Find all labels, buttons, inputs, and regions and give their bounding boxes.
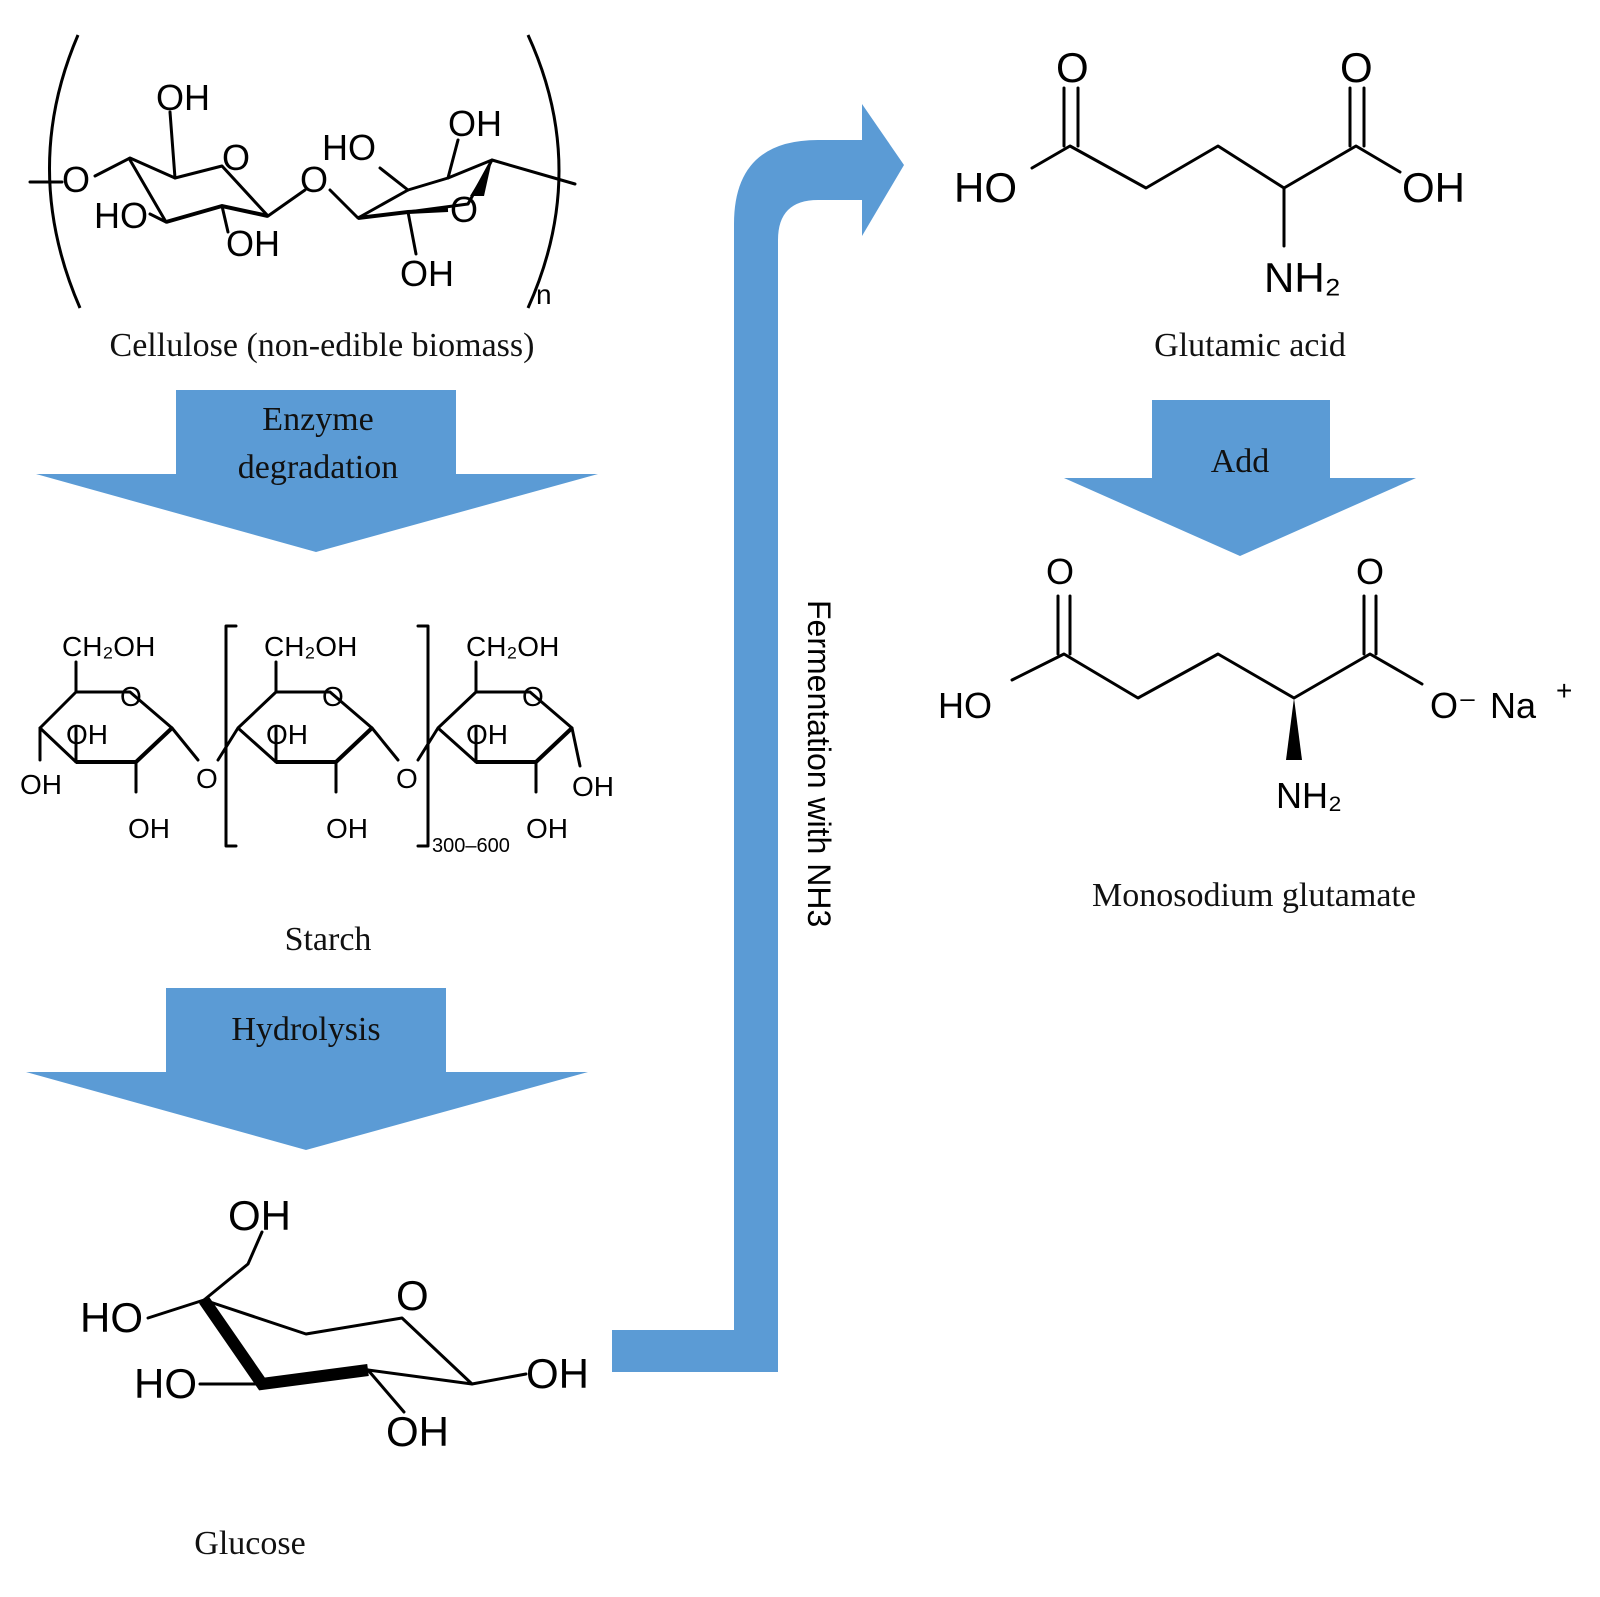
cellulose-ring1-oxygen: O xyxy=(222,137,250,178)
add-arrow xyxy=(1064,400,1416,556)
enzyme-arrow-label-1: Enzyme xyxy=(262,401,373,438)
glucose-oh-bottom: OH xyxy=(386,1408,449,1455)
enzyme-degradation-arrow xyxy=(36,390,598,552)
starch-oh-3c: OH xyxy=(526,813,568,844)
cellulose-oh-mid: OH xyxy=(226,223,280,264)
starch-oh-1c: OH xyxy=(128,813,170,844)
starch-oh-2a: OH xyxy=(266,719,308,750)
starch-link-o-1: O xyxy=(196,763,218,794)
cellulose-ho-left: HO xyxy=(94,195,148,236)
cellulose-repeat-n: n xyxy=(536,279,552,310)
glutamic-nh2: NH₂ xyxy=(1264,254,1341,301)
hydrolysis-arrow xyxy=(26,988,588,1150)
cellulose-ring2-oxygen: O xyxy=(450,189,478,230)
cellulose-ho-mid: HO xyxy=(322,127,376,168)
msg-na: Na xyxy=(1490,685,1537,726)
caption-glucose: Glucose xyxy=(194,1525,305,1562)
caption-cellulose: Cellulose (non-edible biomass) xyxy=(110,327,535,364)
msg-o-minus: O⁻ xyxy=(1430,685,1477,726)
caption-starch: Starch xyxy=(285,921,372,958)
starch-ch2oh-1: CH₂OH xyxy=(62,631,155,662)
glutamic-acid-structure: O O HO OH NH₂ xyxy=(954,44,1465,301)
cellulose-bridge-oxygen: O xyxy=(300,159,328,200)
msg-o-left: O xyxy=(1046,551,1074,592)
glutamic-o-left: O xyxy=(1056,44,1089,91)
cellulose-right-paren xyxy=(526,34,561,309)
glucose-oh-top: OH xyxy=(228,1192,291,1239)
glutamic-ho: HO xyxy=(954,164,1017,211)
starch-link-o-2: O xyxy=(396,763,418,794)
fermentation-arrow-label: Fermentation with NH3 xyxy=(801,600,837,927)
msg-o-right: O xyxy=(1356,551,1384,592)
glucose-oh-right: OH xyxy=(526,1350,589,1397)
starch-ring-o-2: O xyxy=(322,681,344,712)
cellulose-left-oxygen: O xyxy=(62,159,90,200)
cellulose-structure: OH OH HO HO OH OH O O O O n xyxy=(28,34,577,310)
starch-oh-1a: OH xyxy=(66,719,108,750)
starch-repeat-count: 300–600 xyxy=(432,835,510,857)
glucose-structure: OH HO HO OH OH O xyxy=(80,1192,589,1455)
cellulose-oh-bottom: OH xyxy=(400,253,454,294)
msg-plus: + xyxy=(1556,675,1572,706)
add-arrow-label: Add xyxy=(1211,443,1270,480)
hydrolysis-arrow-label: Hydrolysis xyxy=(231,1011,380,1048)
starch-oh-3d: OH xyxy=(572,771,614,802)
msg-nh2: NH₂ xyxy=(1276,775,1342,816)
starch-oh-1b: OH xyxy=(20,769,62,800)
cellulose-oh-top: OH xyxy=(156,77,210,118)
starch-ch2oh-3: CH₂OH xyxy=(466,631,559,662)
starch-oh-3a: OH xyxy=(466,719,508,750)
cellulose-oh-right-top: OH xyxy=(448,103,502,144)
msg-ho: HO xyxy=(938,685,992,726)
glucose-ho-left-2: HO xyxy=(134,1360,197,1407)
caption-glutamic-acid: Glutamic acid xyxy=(1154,327,1346,364)
msg-structure: O O HO O⁻ Na + NH₂ xyxy=(938,551,1572,816)
fermentation-arrow xyxy=(612,104,904,1372)
glucose-ring-oxygen: O xyxy=(396,1272,429,1319)
caption-msg: Monosodium glutamate xyxy=(1092,877,1416,914)
enzyme-arrow-label-2: degradation xyxy=(238,449,399,486)
starch-oh-2c: OH xyxy=(326,813,368,844)
starch-ring-o-3: O xyxy=(522,681,544,712)
starch-ch2oh-2: CH₂OH xyxy=(264,631,357,662)
glutamic-oh: OH xyxy=(1402,164,1465,211)
cellulose-left-paren xyxy=(48,34,82,309)
starch-structure: CH₂OH CH₂OH CH₂OH O O O OH OH OH OH OH O… xyxy=(20,624,614,857)
starch-ring-o-1: O xyxy=(120,681,142,712)
glutamic-o-right: O xyxy=(1340,44,1373,91)
glucose-ho-left-1: HO xyxy=(80,1294,143,1341)
